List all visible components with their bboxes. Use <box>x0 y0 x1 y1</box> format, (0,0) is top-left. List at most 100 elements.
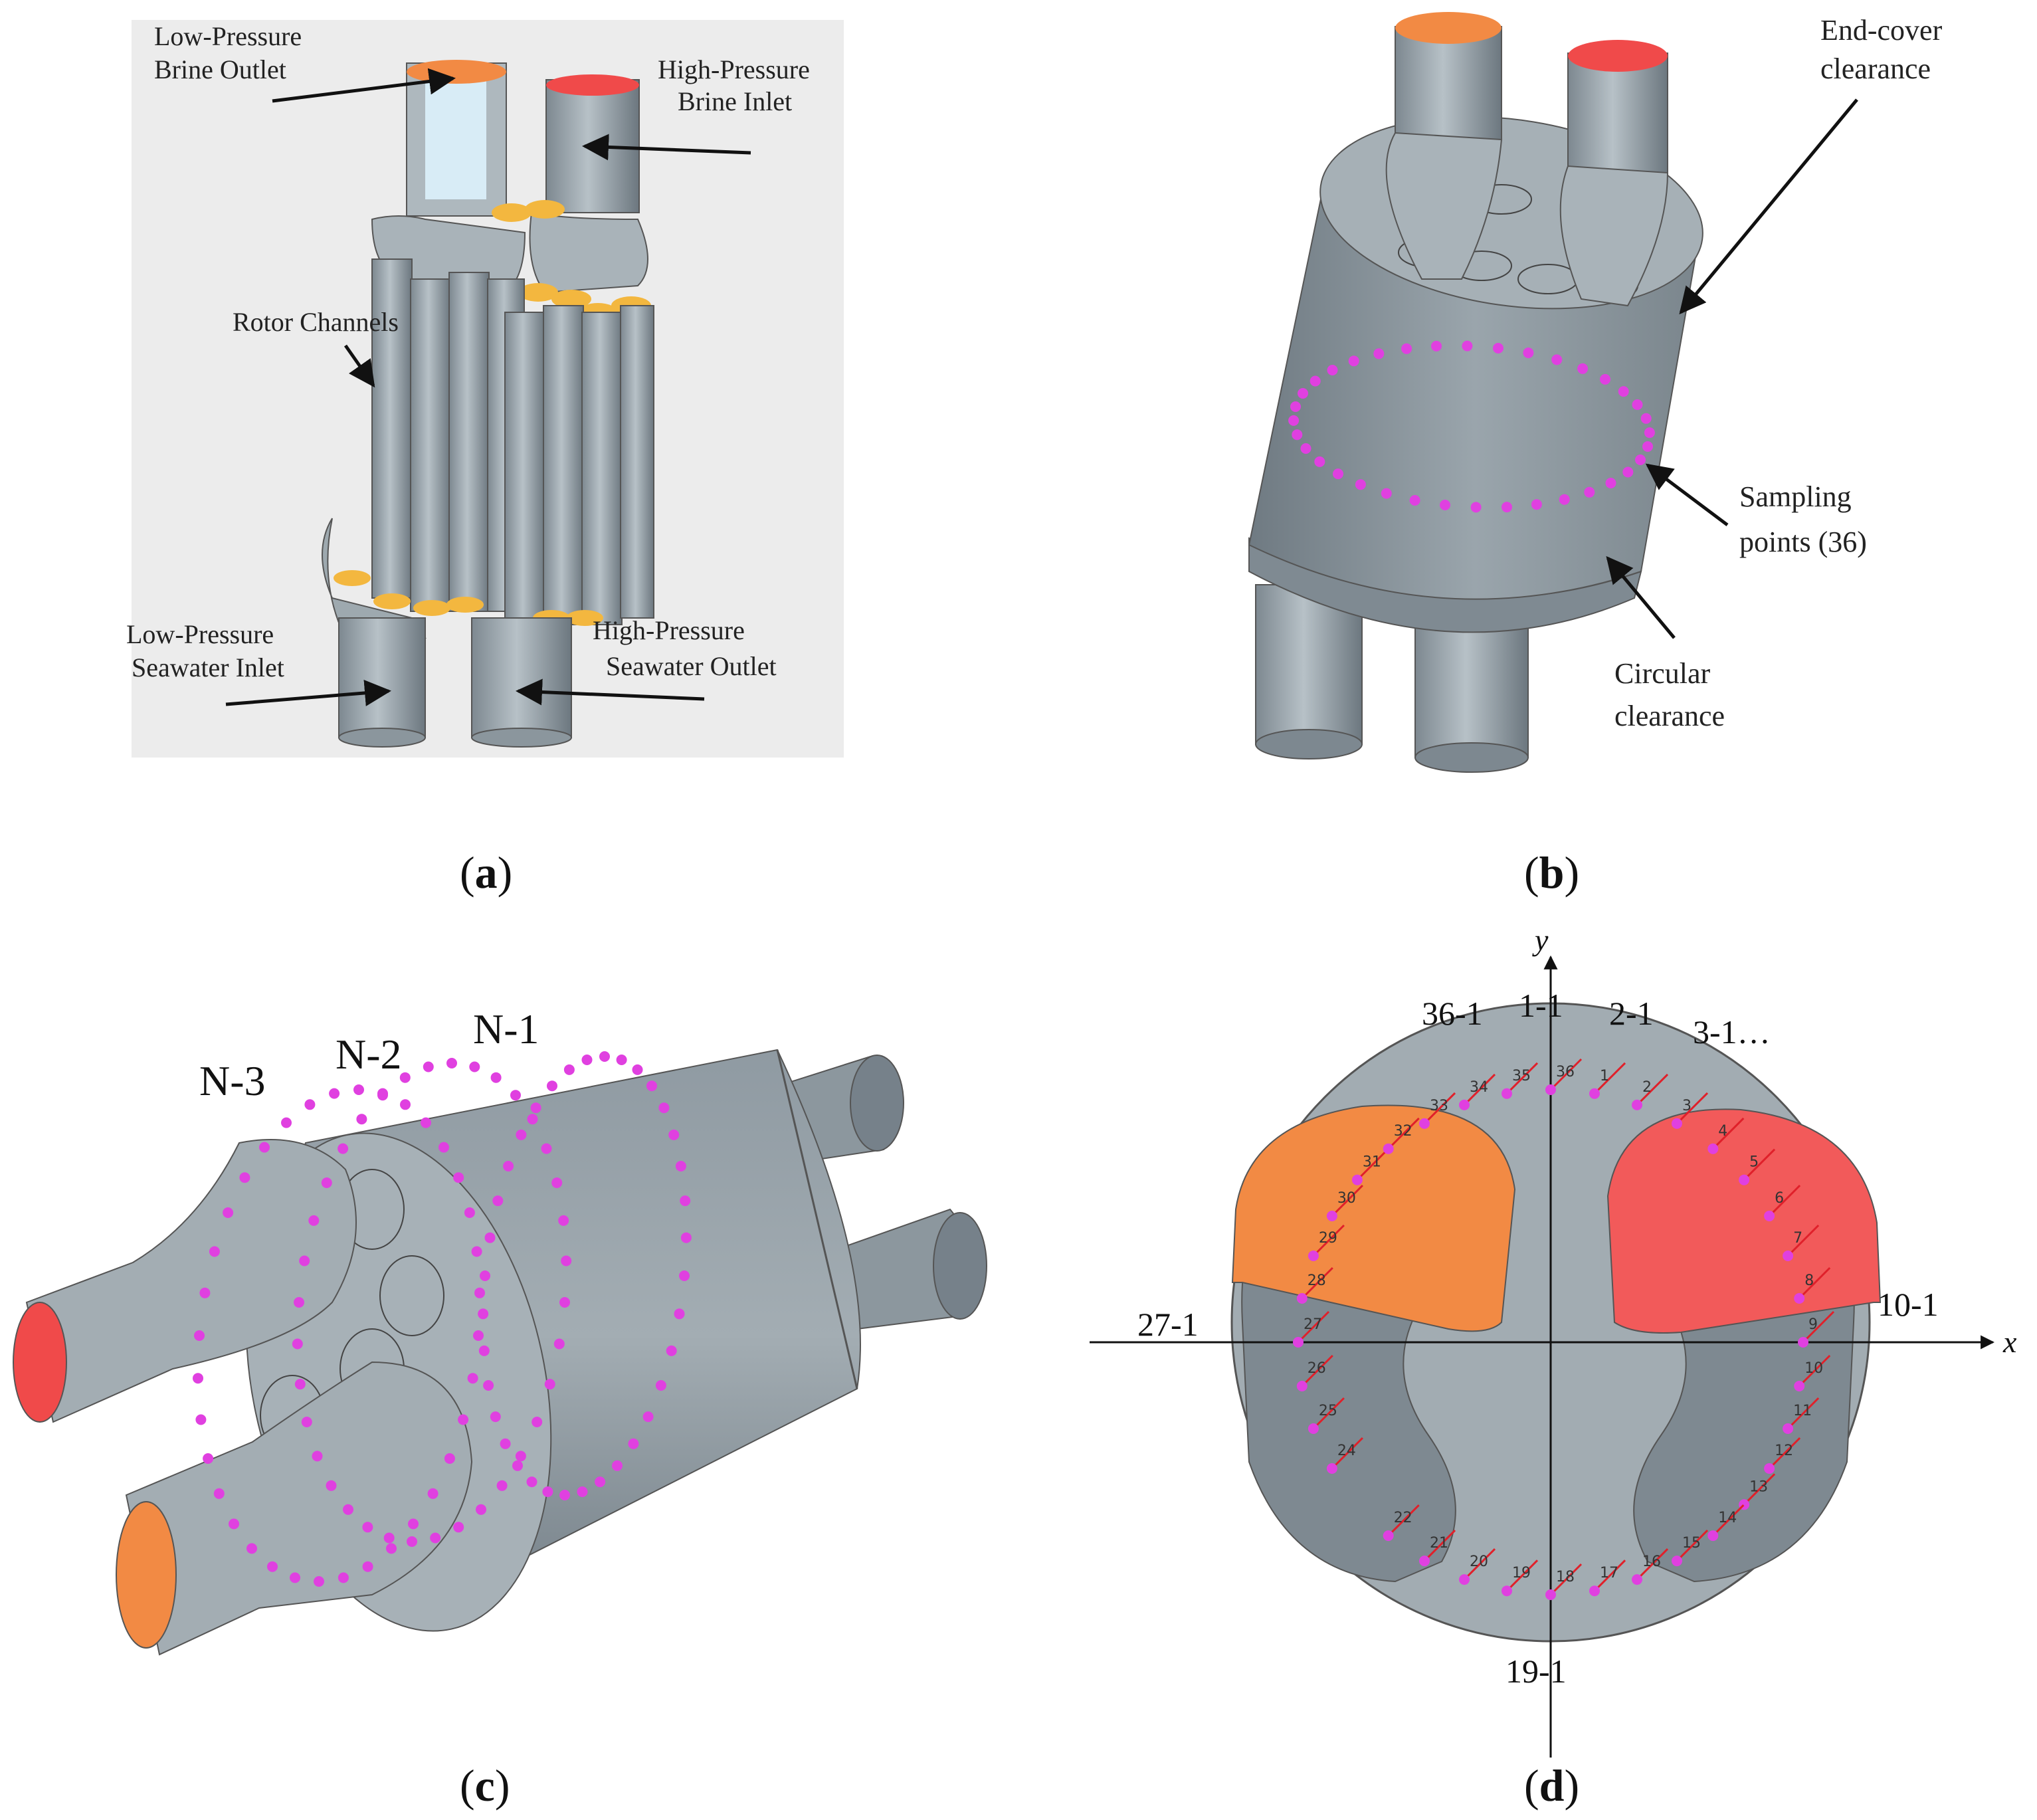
sampling-point-d <box>1308 1423 1319 1434</box>
section-line <box>1331 1437 1363 1470</box>
label-sampling-points: Sampling points (36) <box>1739 480 1867 558</box>
label-end-cover-clearance: End-cover clearance <box>1820 14 1949 85</box>
sampling-point-d <box>1326 1211 1337 1221</box>
sampling-point-ring-3 <box>492 1195 504 1207</box>
section-label-2-1: 2-1 <box>1609 995 1654 1032</box>
panel-b: End-cover clearance Sampling points (36)… <box>1248 12 1949 773</box>
section-line <box>1463 1548 1496 1581</box>
section-line <box>1423 1092 1456 1124</box>
caption-d: (d) <box>1524 1760 1579 1811</box>
section-line <box>1798 1266 1831 1300</box>
sampling-point-ring-1 <box>386 1543 397 1554</box>
sampling-point-ring-2 <box>490 1072 502 1083</box>
section-line <box>1297 1310 1330 1344</box>
sampling-point-d <box>1794 1293 1805 1304</box>
sampling-point-b <box>1381 488 1392 499</box>
sampling-point-ring-1 <box>471 1246 482 1257</box>
sampling-point-ring-3 <box>658 1102 670 1114</box>
sampling-point-d <box>1798 1337 1808 1348</box>
sampling-point-ring-2 <box>551 1177 563 1188</box>
sampling-point-d <box>1326 1463 1337 1474</box>
sampling-point-d <box>1459 1574 1470 1585</box>
label-lp-seawater-inlet: Low-Pressure Seawater Inlet <box>126 619 284 682</box>
sampling-point-ring-2 <box>446 1058 457 1068</box>
rotor-model-b <box>1248 12 1703 773</box>
sampling-point-ring-2 <box>383 1532 395 1544</box>
sampling-point-b <box>1531 499 1542 510</box>
sampling-point-d <box>1707 1143 1719 1154</box>
sampling-point-ring-3 <box>516 1129 527 1140</box>
sampling-point-b <box>1605 478 1616 488</box>
section-line <box>1387 1504 1420 1537</box>
point-number-label: 13 <box>1749 1478 1768 1495</box>
sampling-point-d <box>1707 1530 1719 1542</box>
sampling-point-b <box>1288 415 1300 426</box>
point-number-label: 33 <box>1430 1098 1448 1114</box>
section-line <box>1312 1224 1345 1257</box>
section-line <box>1787 1224 1820 1257</box>
point-number-label: 27 <box>1304 1316 1322 1333</box>
sampling-point-d <box>1545 1084 1556 1095</box>
sampling-point-b <box>1409 495 1420 506</box>
sampling-point-b <box>1431 340 1442 352</box>
point-number-label: 21 <box>1430 1535 1448 1552</box>
sampling-point-ring-3 <box>480 1270 490 1281</box>
section-line <box>1769 1437 1801 1470</box>
sampling-points-ring-b <box>1288 340 1655 513</box>
section-label-1-1: 1-1 <box>1519 987 1563 1024</box>
sampling-point-d <box>1632 1099 1642 1110</box>
y-axis-label: y <box>1532 923 1549 957</box>
point-number-label: 24 <box>1337 1443 1356 1459</box>
sampling-point-ring-2 <box>515 1451 526 1462</box>
section-line <box>1387 1117 1420 1150</box>
sampling-point-ring-2 <box>308 1215 320 1226</box>
sampling-point-ring-2 <box>294 1379 306 1390</box>
sampling-point-b <box>1635 455 1646 465</box>
sampling-point-ring-1 <box>267 1561 278 1572</box>
sampling-point-ring-2 <box>476 1504 486 1515</box>
sampling-point-ring-1 <box>464 1207 475 1218</box>
point-number-label: 31 <box>1363 1154 1381 1171</box>
section-line <box>1676 1530 1709 1562</box>
section-line <box>1331 1184 1363 1217</box>
end-view-d <box>1230 1002 1882 1643</box>
sampling-point-b <box>1640 413 1652 424</box>
red-port-cap <box>1606 1108 1882 1334</box>
sampling-point-ring-3 <box>680 1232 692 1243</box>
sampling-point-b <box>1327 365 1338 375</box>
sampling-point-d <box>1783 1423 1794 1434</box>
section-line <box>1301 1354 1333 1387</box>
section-line <box>1312 1397 1345 1430</box>
section-line <box>1712 1504 1745 1537</box>
sampling-point-d <box>1589 1585 1600 1597</box>
sampling-point-b <box>1300 443 1311 454</box>
sampling-point-ring-2 <box>356 1114 367 1125</box>
point-number-label: 6 <box>1775 1190 1784 1207</box>
sampling-point-ring-3 <box>632 1064 643 1075</box>
x-axis-label: x <box>2002 1325 2017 1359</box>
sampling-point-ring-3 <box>616 1055 627 1065</box>
point-number-label: 36 <box>1556 1064 1575 1080</box>
hp-brine-inlet-face-c <box>13 1302 67 1423</box>
sampling-point-ring-3 <box>484 1232 496 1243</box>
sampling-point-ring-2 <box>558 1215 569 1226</box>
sampling-point-d <box>1419 1556 1430 1567</box>
sampling-point-ring-2 <box>362 1522 373 1533</box>
sampling-point-ring-1 <box>199 1287 211 1298</box>
sampling-point-d <box>1293 1337 1304 1348</box>
section-label-19-1: 19-1 <box>1505 1653 1567 1690</box>
sampling-point-d <box>1502 1088 1512 1099</box>
sampling-point-d <box>1502 1585 1512 1597</box>
section-line <box>1505 1062 1539 1094</box>
sampling-point-ring-3 <box>680 1195 691 1207</box>
sampling-point-b <box>1314 456 1325 467</box>
sampling-point-ring-3 <box>490 1411 501 1423</box>
point-number-label: 30 <box>1337 1190 1356 1207</box>
sampling-point-d <box>1383 1143 1394 1154</box>
arrow-lp-brine-outlet <box>272 68 456 103</box>
sampling-point-ring-1 <box>259 1142 270 1153</box>
sampling-point-ring-3 <box>500 1438 511 1449</box>
sampling-point-b <box>1551 354 1563 365</box>
point-number-label: 22 <box>1394 1510 1412 1526</box>
